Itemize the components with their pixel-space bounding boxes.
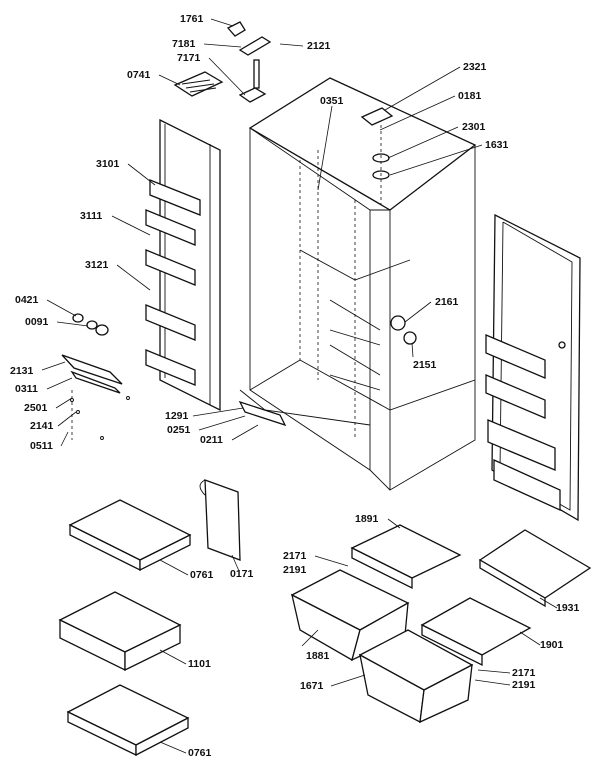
callout-1101: 1101 bbox=[188, 658, 211, 670]
callout-2191-a: 2191 bbox=[283, 564, 307, 576]
right-crispers bbox=[290, 524, 592, 724]
callout-0761-b: 0761 bbox=[188, 747, 212, 759]
callout-2141: 2141 bbox=[30, 420, 54, 432]
callout-2171-b: 2171 bbox=[512, 667, 536, 679]
callout-0741: 0741 bbox=[127, 69, 151, 81]
callout-2301: 2301 bbox=[462, 121, 486, 133]
right-hinge-parts bbox=[360, 107, 394, 205]
callout-2191-b: 2191 bbox=[512, 679, 536, 691]
callout-3101: 3101 bbox=[96, 158, 120, 170]
callout-0251: 0251 bbox=[167, 424, 191, 436]
callout-0181: 0181 bbox=[458, 90, 482, 102]
callout-0421: 0421 bbox=[15, 294, 39, 306]
callout-0351: 0351 bbox=[320, 95, 344, 107]
callout-labels: 1761 7181 2121 7171 0741 2321 0181 0351 … bbox=[10, 13, 580, 759]
callout-1761: 1761 bbox=[180, 13, 204, 25]
callout-1901: 1901 bbox=[540, 639, 564, 651]
cabinet bbox=[239, 77, 477, 491]
left-shelves bbox=[58, 499, 192, 757]
fresh-food-door bbox=[485, 213, 581, 522]
callout-2501: 2501 bbox=[24, 402, 48, 414]
center-bottom-parts bbox=[199, 315, 417, 561]
callout-0311: 0311 bbox=[15, 383, 38, 395]
callout-2321: 2321 bbox=[463, 61, 487, 73]
callout-0211: 0211 bbox=[200, 434, 223, 446]
callout-7181: 7181 bbox=[172, 38, 196, 50]
callout-2161: 2161 bbox=[435, 296, 459, 308]
callout-0761-a: 0761 bbox=[190, 569, 214, 581]
left-hardware bbox=[61, 313, 130, 440]
callout-0091: 0091 bbox=[25, 316, 49, 328]
callout-0171: 0171 bbox=[230, 568, 254, 580]
callout-1631: 1631 bbox=[485, 139, 509, 151]
callout-2171-a: 2171 bbox=[283, 550, 307, 562]
callout-2131: 2131 bbox=[10, 365, 34, 377]
callout-1671: 1671 bbox=[300, 680, 324, 692]
callout-2121: 2121 bbox=[307, 40, 331, 52]
callout-2151: 2151 bbox=[413, 359, 437, 371]
callout-0511: 0511 bbox=[30, 440, 53, 452]
callout-1881: 1881 bbox=[306, 650, 330, 662]
callout-3111: 3111 bbox=[80, 210, 102, 222]
top-hinge-parts bbox=[173, 21, 272, 103]
callout-3121: 3121 bbox=[85, 259, 109, 271]
callout-1891: 1891 bbox=[355, 513, 379, 525]
leader-lines bbox=[41, 18, 558, 754]
callout-1931: 1931 bbox=[556, 602, 580, 614]
freezer-door bbox=[145, 118, 221, 412]
callout-7171: 7171 bbox=[177, 52, 201, 64]
callout-1291: 1291 bbox=[165, 410, 189, 422]
